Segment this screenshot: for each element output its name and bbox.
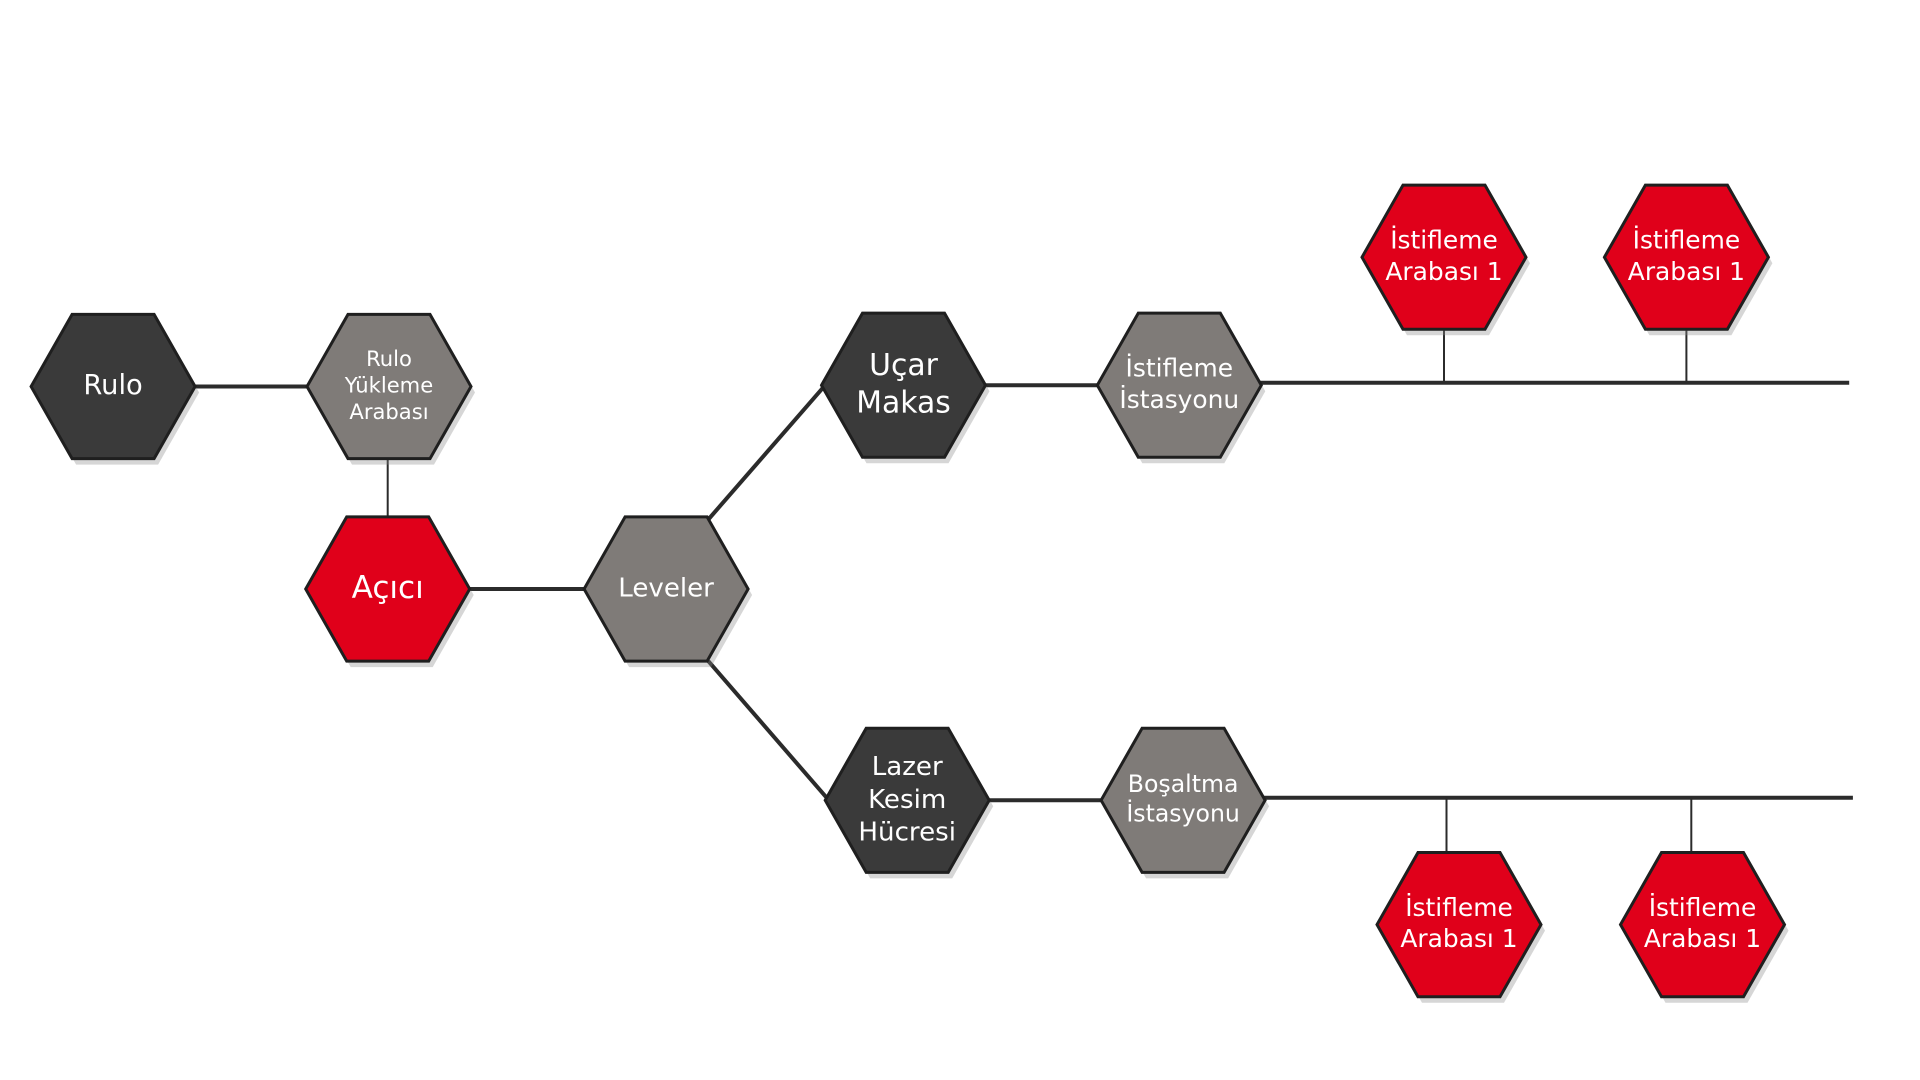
node-istifleme-top-1-label: İstifleme (1390, 226, 1498, 255)
node-istifleme-istasyonu-hexagon (1095, 311, 1264, 459)
node-acici-label: Açıcı (352, 570, 424, 606)
node-lazer-kesim-hexagon (823, 726, 991, 874)
node-istifleme-top-1-hexagon (1360, 183, 1528, 331)
node-rulo-yukleme-label: Arabası (349, 399, 428, 424)
node-acici-hexagon (303, 515, 472, 663)
node-istifleme-bottom-2-hexagon (1618, 851, 1787, 999)
node-bosaltma-istasyonu-label: İstasyonu (1126, 800, 1240, 828)
node-istifleme-bottom-1-label: İstifleme (1405, 893, 1513, 922)
node-ucar-makas-label: Makas (856, 385, 950, 420)
node-istifleme-top-1-label: Arabası 1 (1385, 257, 1502, 286)
node-istifleme-bottom-1-hexagon (1375, 851, 1543, 999)
node-istifleme-istasyonu-label: İstasyonu (1119, 385, 1239, 414)
node-rulo: Rulo (29, 312, 200, 465)
node-rulo-yukleme-label: Yükleme (344, 373, 433, 398)
node-istifleme-istasyonu-label: İstifleme (1126, 354, 1234, 383)
node-acici: Açıcı (303, 515, 474, 668)
node-istifleme-bottom-2-label: İstifleme (1649, 893, 1757, 922)
node-ucar-makas-hexagon (819, 311, 988, 459)
node-rulo-yukleme-hexagon (305, 312, 473, 461)
line-leveler-to-lazer (706, 659, 831, 802)
node-bosaltma-istasyonu-label: Boşaltma (1128, 770, 1239, 798)
node-istifleme-top-2-label: Arabası 1 (1628, 257, 1745, 286)
node-leveler-hexagon (582, 515, 750, 663)
node-rulo-hexagon (29, 312, 197, 461)
line-leveler-to-ucar (706, 383, 827, 521)
node-rulo-label: Rulo (83, 370, 142, 401)
node-lazer-kesim-label: Lazer (872, 752, 943, 782)
connectors (192, 330, 1853, 853)
node-lazer-kesim-label: Hücresi (858, 817, 956, 847)
node-bosaltma-istasyonu-hexagon (1099, 726, 1267, 874)
node-istifleme-top-2-hexagon (1602, 183, 1771, 331)
node-istifleme-bottom-1-label: Arabası 1 (1400, 924, 1517, 953)
node-istifleme-bottom-2-label: Arabası 1 (1644, 924, 1761, 953)
node-rulo-yukleme-label: Rulo (366, 346, 412, 371)
node-leveler-label: Leveler (618, 574, 714, 604)
node-leveler: Leveler (582, 515, 753, 668)
node-istifleme-top-2-label: İstifleme (1633, 226, 1741, 255)
node-lazer-kesim-label: Kesim (868, 785, 946, 815)
node-ucar-makas-label: Uçar (869, 348, 938, 383)
